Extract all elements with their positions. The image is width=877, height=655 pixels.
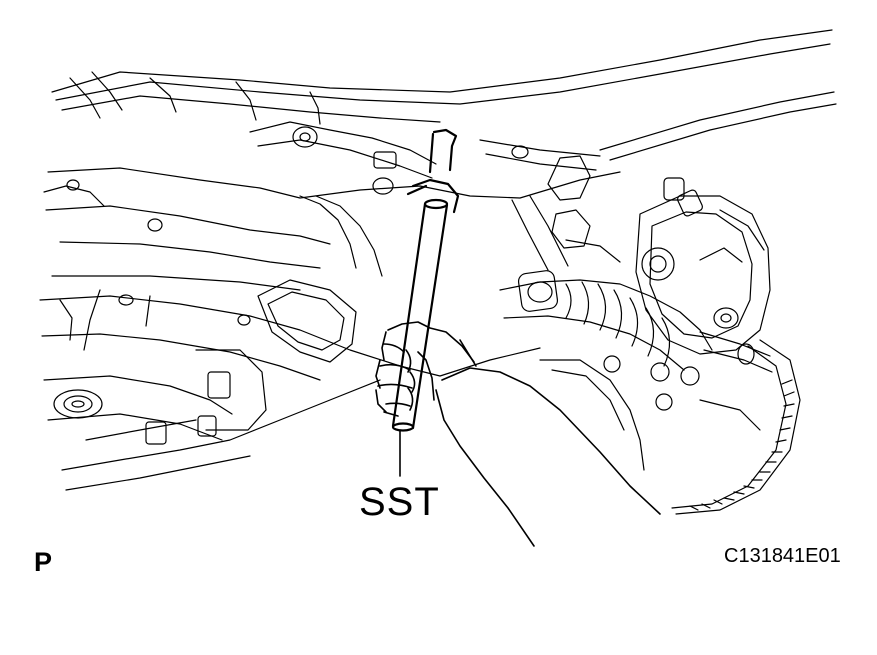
steering-rack-boot bbox=[500, 270, 772, 372]
sleeve bbox=[436, 340, 660, 546]
hand bbox=[376, 322, 474, 416]
crossmember bbox=[44, 122, 620, 290]
view-letter-label: P bbox=[34, 547, 53, 577]
lower-control-arm bbox=[40, 196, 540, 380]
figure-id-label: C131841E01 bbox=[724, 545, 841, 567]
brake-caliper bbox=[636, 178, 770, 354]
knuckle-and-strut bbox=[512, 156, 760, 470]
left-body-details bbox=[44, 300, 380, 490]
sst-callout-label: SST bbox=[359, 480, 440, 524]
brake-rotor bbox=[672, 340, 800, 514]
sst-tool-bar bbox=[393, 130, 458, 476]
body-frame-rails bbox=[52, 30, 836, 160]
